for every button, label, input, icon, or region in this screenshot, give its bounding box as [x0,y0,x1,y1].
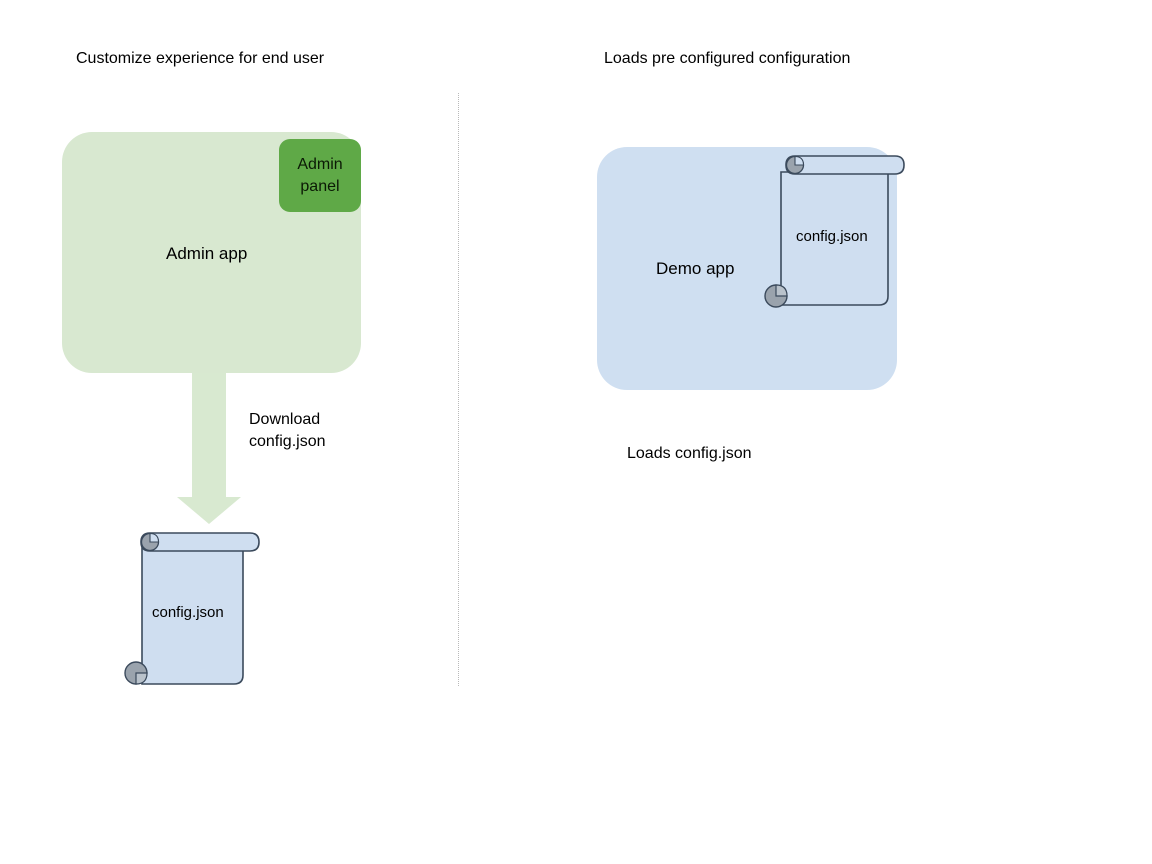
config-json-document-left[interactable] [118,528,268,693]
admin-panel-badge[interactable]: Admin panel [279,139,361,212]
admin-app-label: Admin app [166,244,248,263]
download-arrow-label: Download config.json [249,409,326,453]
download-arrow-label-line1: Download [249,411,321,428]
config-json-document-right[interactable] [762,151,914,316]
admin-panel-badge-line2: panel [300,177,340,195]
loads-config-caption: Loads config.json [627,445,752,462]
admin-panel-badge-line1: Admin [297,155,343,173]
config-json-document-left-label: config.json [152,604,224,621]
download-arrow-icon [177,373,241,524]
column-divider [458,93,459,686]
left-column-heading: Customize experience for end user [76,50,325,67]
demo-app-label: Demo app [656,259,735,278]
download-arrow-label-line2: config.json [249,433,326,450]
config-json-document-right-label: config.json [796,228,868,245]
right-column-heading: Loads pre configured configuration [604,50,851,67]
